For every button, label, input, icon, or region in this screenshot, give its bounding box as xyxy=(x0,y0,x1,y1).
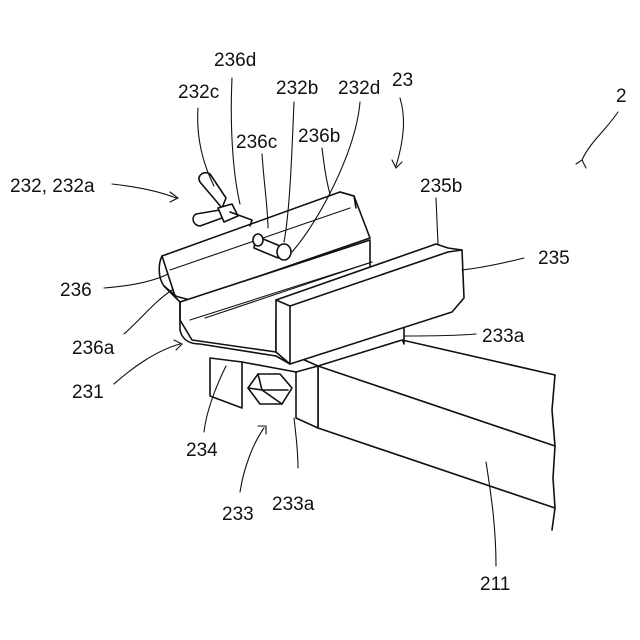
label-236c: 236c xyxy=(236,132,277,153)
label-211: 211 xyxy=(480,574,510,595)
label-233: 233 xyxy=(222,504,254,525)
label-234: 234 xyxy=(186,440,218,461)
label-233a-bottom: 233a xyxy=(272,494,315,515)
label-232-232a: 232, 232a xyxy=(10,176,95,197)
label-236: 236 xyxy=(60,280,92,301)
label-232c: 232c xyxy=(178,82,219,103)
beam-211 xyxy=(318,340,555,530)
label-235b: 235b xyxy=(420,176,462,197)
label-235: 235 xyxy=(538,248,570,269)
label-236d: 236d xyxy=(214,50,256,71)
label-233a-right: 233a xyxy=(482,326,525,347)
label-236a: 236a xyxy=(72,338,115,359)
label-236b: 236b xyxy=(298,126,340,147)
label-2: 2 xyxy=(616,86,627,107)
bolt-head xyxy=(248,374,292,404)
label-232d: 232d xyxy=(338,78,380,99)
label-23: 23 xyxy=(392,70,413,91)
label-231: 231 xyxy=(72,382,104,403)
wing-bolt-232 xyxy=(193,173,252,226)
label-232b: 232b xyxy=(276,78,318,99)
